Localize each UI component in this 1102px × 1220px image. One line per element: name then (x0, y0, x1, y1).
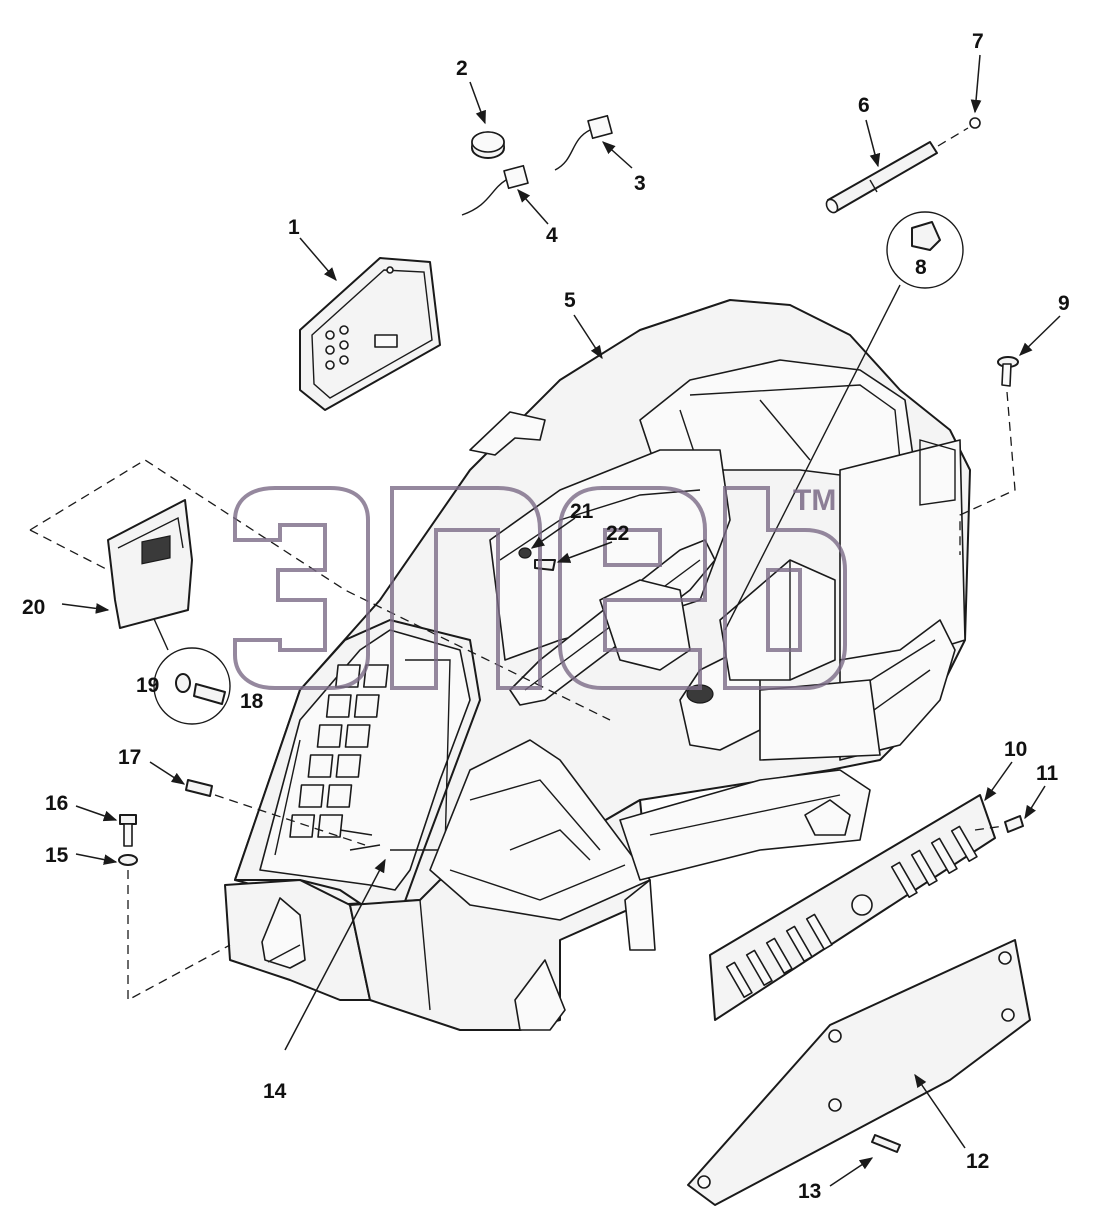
part-2-grommet (471, 131, 505, 159)
callout-5: 5 (564, 289, 576, 312)
part-11-screw (974, 815, 1024, 833)
callout-4: 4 (546, 224, 558, 247)
callout-labels: 1 2 3 4 5 6 7 8 9 10 11 12 13 14 15 16 1… (22, 30, 1070, 1203)
callout-15: 15 (45, 844, 69, 867)
watermark-tm: TM (793, 484, 836, 517)
callout-14: 14 (263, 1080, 287, 1103)
callout-8: 8 (915, 256, 927, 279)
part-16-bolt (119, 814, 137, 847)
callout-6: 6 (858, 94, 870, 117)
callout-10: 10 (1004, 738, 1027, 761)
part-1-control-plate (299, 257, 441, 411)
part-8-detail (724, 211, 964, 631)
callout-16: 16 (45, 792, 68, 815)
part-6-pin (825, 141, 938, 214)
part-18-19-detail (149, 609, 231, 725)
part-13-screw (871, 1134, 901, 1153)
part-7-clip (937, 117, 981, 147)
callout-20: 20 (22, 596, 45, 619)
callout-9: 9 (1058, 292, 1070, 315)
callout-1: 1 (288, 216, 300, 239)
callout-13: 13 (798, 1180, 821, 1203)
callout-18: 18 (240, 690, 264, 713)
part-10-grille (709, 794, 996, 1021)
part-9-bolt (959, 356, 1019, 555)
callout-21: 21 (570, 500, 594, 523)
part-20-bracket (29, 459, 611, 721)
callout-22: 22 (606, 522, 629, 545)
callout-17: 17 (118, 746, 141, 769)
watermark-logo: TM (233, 484, 847, 690)
part-12-side-cover (687, 939, 1031, 1206)
callout-7: 7 (972, 30, 984, 53)
callout-12: 12 (966, 1150, 989, 1173)
callout-3: 3 (634, 172, 646, 195)
callout-11: 11 (1036, 762, 1059, 785)
part-3-connector (554, 114, 613, 171)
part-4-connector (461, 164, 529, 216)
part-17-screw (185, 779, 366, 846)
callout-2: 2 (456, 57, 468, 80)
part-15-washer (118, 854, 231, 1002)
leader-lines (61, 54, 1061, 1187)
callout-19: 19 (136, 674, 159, 697)
